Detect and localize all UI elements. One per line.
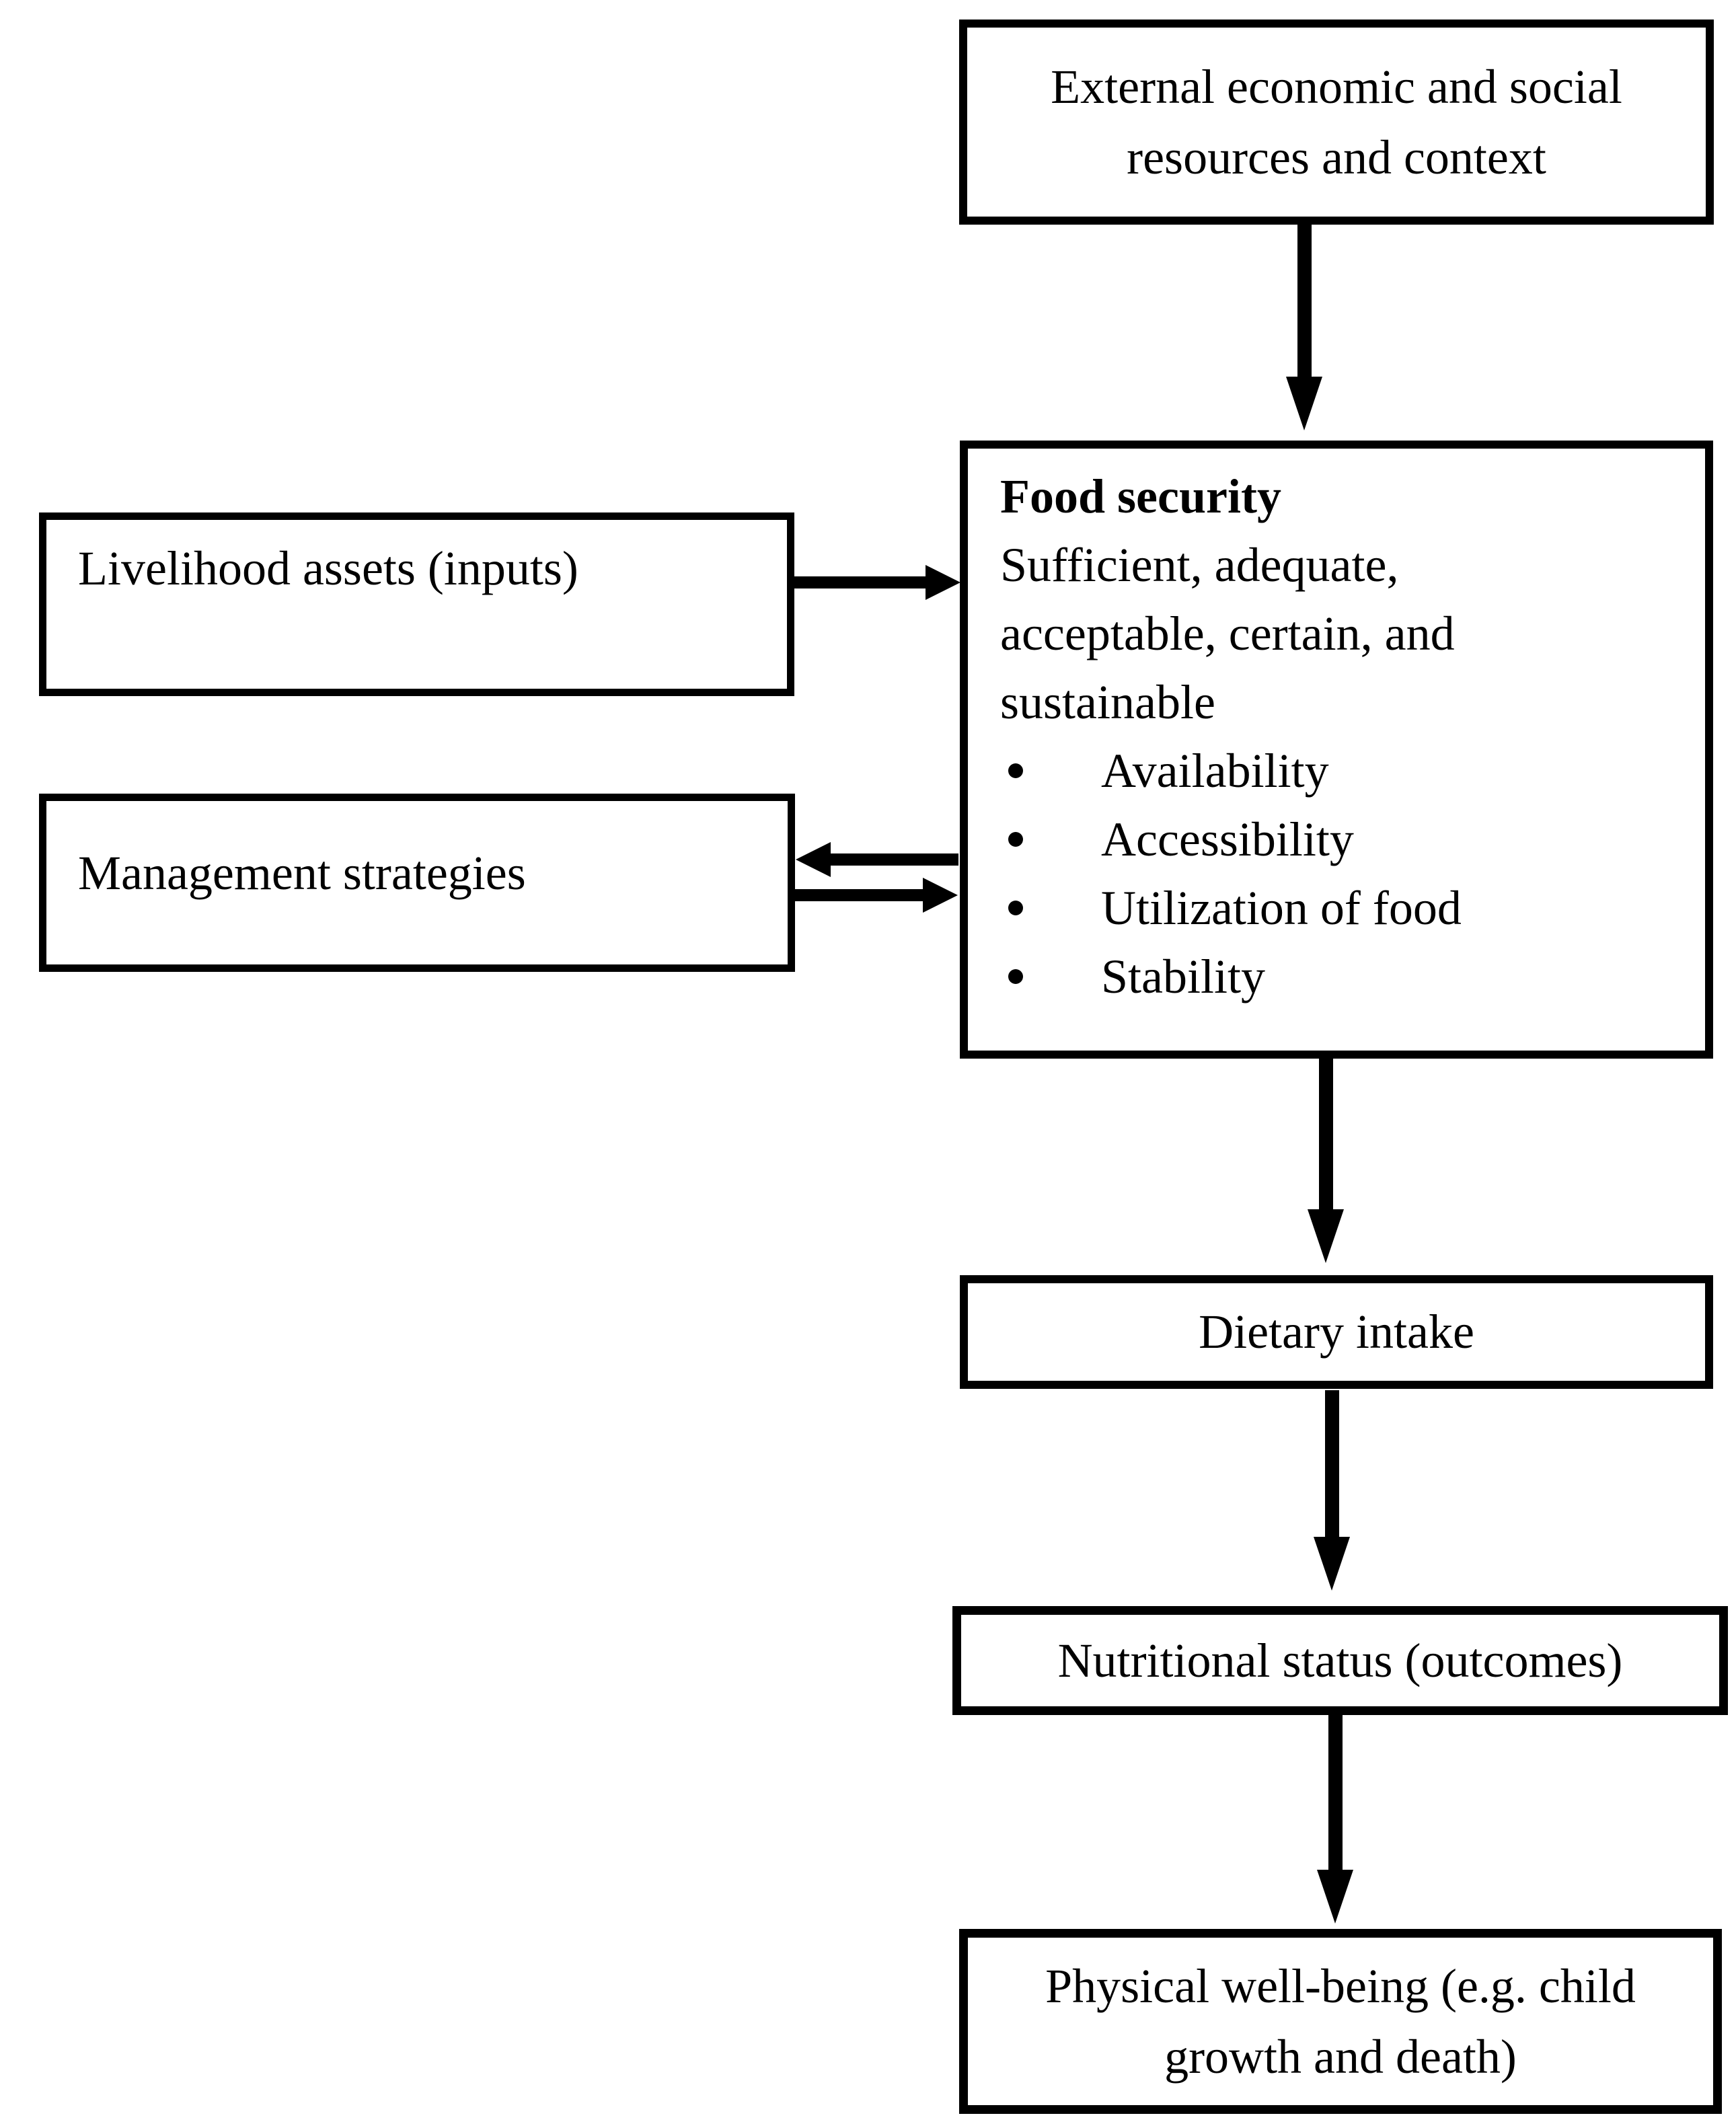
bullet-item: Accessibility [1000, 805, 1685, 874]
arrowhead-right-icon [926, 565, 960, 600]
bullet-dot-icon [1008, 763, 1023, 778]
node-physical-wellbeing-label: Physical well-being (e.g. child growth a… [1045, 1959, 1636, 2084]
node-dietary-intake: Dietary intake [960, 1275, 1713, 1389]
arrow-food-security-to-management-icon [796, 842, 958, 877]
bullet-utilization-label: Utilization of food [1101, 881, 1462, 935]
food-security-subtitle: Sufficient, adequate, acceptable, certai… [1000, 538, 1455, 729]
arrow-food-security-to-dietary-icon [1308, 1059, 1344, 1263]
arrowhead-down-icon [1314, 1537, 1350, 1591]
arrowhead-down-icon [1286, 377, 1322, 430]
arrow-shaft [1318, 1059, 1333, 1209]
node-external-resources: External economic and social resources a… [959, 20, 1714, 225]
node-food-security: Food security Sufficient, adequate, acce… [960, 441, 1713, 1059]
bullet-accessibility-label: Accessibility [1101, 812, 1354, 866]
arrow-shaft [831, 853, 958, 866]
node-nutritional-status-label: Nutritional status (outcomes) [1057, 1633, 1623, 1687]
bullet-item: Availability [1000, 736, 1685, 805]
arrowhead-down-icon [1308, 1209, 1344, 1263]
arrowhead-right-icon [923, 878, 958, 913]
arrowhead-left-icon [796, 842, 831, 877]
food-security-title: Food security [1000, 469, 1281, 523]
bullet-dot-icon [1008, 901, 1023, 915]
node-management-strategies: Management strategies [39, 794, 795, 972]
arrow-nutritional-to-physical-icon [1317, 1715, 1353, 1924]
arrow-shaft [1324, 1390, 1339, 1537]
bullet-dot-icon [1008, 832, 1023, 847]
node-livelihood-assets: Livelihood assets (inputs) [39, 512, 794, 696]
arrowhead-down-icon [1317, 1870, 1353, 1924]
arrow-external-to-food-security-icon [1286, 225, 1322, 430]
arrow-shaft [795, 889, 923, 901]
arrow-shaft [1297, 225, 1312, 377]
node-livelihood-assets-label: Livelihood assets (inputs) [78, 541, 578, 595]
arrow-dietary-to-nutritional-icon [1314, 1390, 1350, 1591]
bullet-dot-icon [1008, 969, 1023, 984]
arrow-management-to-food-security-icon [795, 878, 958, 913]
arrow-shaft [1328, 1715, 1343, 1870]
node-physical-wellbeing: Physical well-being (e.g. child growth a… [959, 1929, 1722, 2114]
arrow-shaft [794, 576, 926, 588]
node-dietary-intake-label: Dietary intake [1199, 1305, 1474, 1359]
node-nutritional-status: Nutritional status (outcomes) [952, 1606, 1728, 1715]
node-management-strategies-label: Management strategies [78, 846, 526, 900]
bullet-item: Stability [1000, 942, 1685, 1011]
arrow-livelihood-to-food-security-icon [794, 565, 960, 600]
bullet-stability-label: Stability [1101, 950, 1266, 1003]
bullet-item: Utilization of food [1000, 874, 1685, 942]
bullet-availability-label: Availability [1101, 744, 1329, 798]
node-external-resources-label: External economic and social resources a… [1051, 59, 1622, 184]
